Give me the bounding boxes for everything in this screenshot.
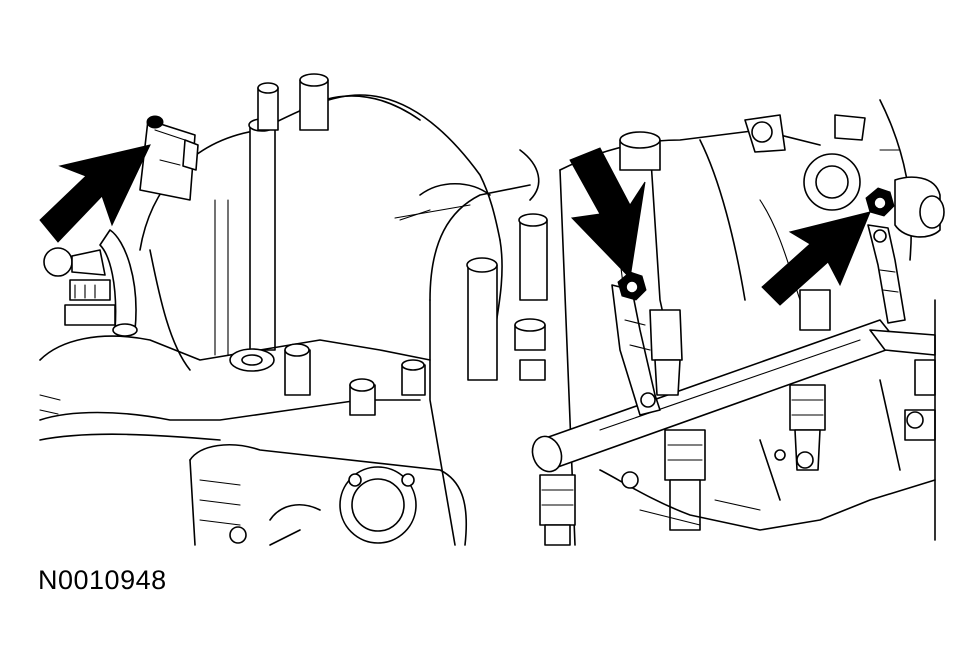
arrow-left-callout [39,144,151,243]
left-vacuum-pipes [214,73,329,356]
upper-right-components [744,114,945,238]
throttle-body [189,444,468,546]
intake-manifold-illustration [39,73,945,546]
left-hose [43,229,138,337]
lower-left-runners [39,335,431,441]
right-rail-bracket [867,224,906,324]
fuel-rail [531,319,936,473]
fastener-nuts [617,187,895,301]
arrow-center-callout [569,147,646,280]
figure-id-label: N0010948 [38,565,167,595]
arrow-right-callout [761,211,871,306]
lower-right-manifold [599,299,936,541]
left-sensor-connector [139,115,199,201]
center-pipes [466,131,661,381]
